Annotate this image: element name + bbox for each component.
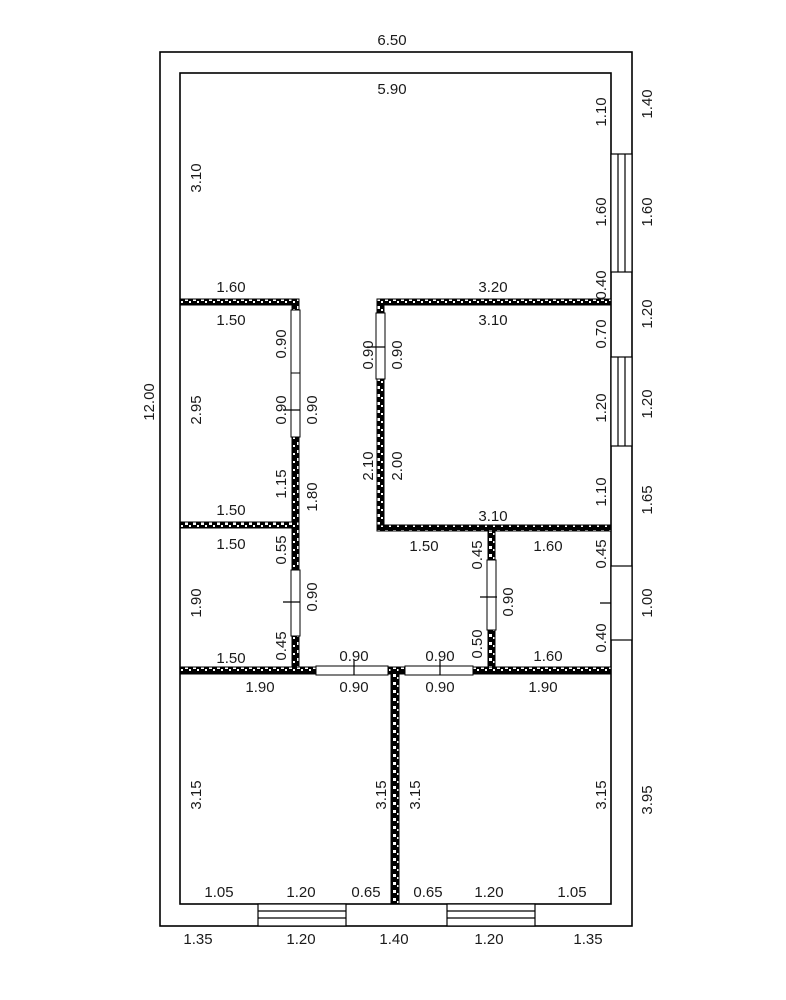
window-bottom-1 bbox=[257, 903, 347, 927]
dim-room-c-left-2-00: 2.00 bbox=[389, 451, 406, 480]
door-room-a-2 bbox=[290, 372, 301, 438]
dim-room-b-top: 1.50 bbox=[216, 536, 245, 553]
dim-room-b-height: 1.90 bbox=[188, 588, 205, 617]
dim-left-outer: 12.00 bbox=[141, 383, 158, 421]
wall-bedroom-divider bbox=[390, 666, 400, 905]
dim-right-1-20b: 1.20 bbox=[593, 393, 610, 422]
window-right-1 bbox=[610, 153, 633, 273]
dim-right-1-10: 1.10 bbox=[593, 97, 610, 126]
dim-bed-mid-right: 3.15 bbox=[407, 780, 424, 809]
dim-room-b-0-45: 0.45 bbox=[273, 631, 290, 660]
vertical-dimensions: 12.00 3.10 1.10 1.40 1.60 1.60 0.40 1.20… bbox=[141, 89, 656, 814]
window-bottom-2 bbox=[446, 903, 536, 927]
dim-room-d-0-50: 0.50 bbox=[469, 629, 486, 658]
dim-room-c-left-2-10: 2.10 bbox=[360, 451, 377, 480]
dim-bed-right-height: 3.15 bbox=[593, 780, 610, 809]
dim-right-1-40: 1.40 bbox=[639, 89, 656, 118]
wall-room-a-top bbox=[179, 298, 300, 306]
dim-bot-in-1-05b: 1.05 bbox=[557, 884, 586, 901]
dim-hall-1-50: 1.50 bbox=[409, 538, 438, 555]
dim-room-a-right-0-90c: 0.90 bbox=[304, 395, 321, 424]
wall-room-a-bottom bbox=[179, 521, 300, 529]
door-room-a-1 bbox=[290, 309, 301, 381]
dim-bot-out-1-20b: 1.20 bbox=[474, 931, 503, 948]
dim-bot-in-1-05a: 1.05 bbox=[204, 884, 233, 901]
dim-room-a-right-1-15: 1.15 bbox=[273, 469, 290, 498]
dim-bed-left-height: 3.15 bbox=[188, 780, 205, 809]
door-room-b bbox=[290, 569, 301, 637]
dim-right-0-40a: 0.40 bbox=[593, 270, 610, 299]
dim-right-1-65: 1.65 bbox=[639, 485, 656, 514]
dim-room-c-left-0-90b: 0.90 bbox=[389, 340, 406, 369]
dim-room-c-top-out: 3.20 bbox=[478, 279, 507, 296]
windows bbox=[257, 153, 633, 927]
dim-room-c-bot: 3.10 bbox=[478, 508, 507, 525]
dim-bot-in-0-65a: 0.65 bbox=[351, 884, 380, 901]
dim-bot-in-0-65b: 0.65 bbox=[413, 884, 442, 901]
dim-bed-left-top: 1.90 bbox=[245, 679, 274, 696]
dim-room-b-bot: 1.50 bbox=[216, 650, 245, 667]
dim-bed-right-top: 1.90 bbox=[528, 679, 557, 696]
dim-right-3-95: 3.95 bbox=[639, 785, 656, 814]
dim-left-living: 3.10 bbox=[188, 163, 205, 192]
dim-room-b-0-90: 0.90 bbox=[304, 582, 321, 611]
dim-bot-out-1-35b: 1.35 bbox=[573, 931, 602, 948]
door-openings bbox=[283, 309, 632, 676]
dim-room-d-bot: 1.60 bbox=[533, 648, 562, 665]
dim-room-a-top-in: 1.50 bbox=[216, 312, 245, 329]
wall-room-c-top bbox=[376, 298, 612, 306]
dim-right-1-60b: 1.60 bbox=[639, 197, 656, 226]
dim-bed-mid-left: 3.15 bbox=[373, 780, 390, 809]
door-room-d bbox=[486, 559, 497, 631]
dim-room-d-top: 1.60 bbox=[533, 538, 562, 555]
dim-room-c-top-in: 3.10 bbox=[478, 312, 507, 329]
horizontal-dimensions: 6.50 5.90 1.60 1.50 3.20 3.10 1.50 3.10 … bbox=[183, 32, 602, 948]
dim-room-a-bot: 1.50 bbox=[216, 502, 245, 519]
dim-right-1-00: 1.00 bbox=[639, 588, 656, 617]
dim-top-inner: 5.90 bbox=[377, 81, 406, 98]
dim-room-a-right-0-90a: 0.90 bbox=[273, 329, 290, 358]
dim-room-b-0-55: 0.55 bbox=[273, 535, 290, 564]
dim-right-1-60a: 1.60 bbox=[593, 197, 610, 226]
dim-bed-door-a: 0.90 bbox=[339, 679, 368, 696]
dim-room-c-left-0-90a: 0.90 bbox=[360, 340, 377, 369]
dim-bot-out-1-35a: 1.35 bbox=[183, 931, 212, 948]
dim-right-1-10b: 1.10 bbox=[593, 477, 610, 506]
dim-right-0-40b: 0.40 bbox=[593, 623, 610, 652]
dim-room-a-height: 2.95 bbox=[188, 395, 205, 424]
dim-bot-in-1-20b: 1.20 bbox=[474, 884, 503, 901]
dim-room-d-0-90: 0.90 bbox=[500, 587, 517, 616]
dim-bot-out-1-20a: 1.20 bbox=[286, 931, 315, 948]
dim-room-a-top-out: 1.60 bbox=[216, 279, 245, 296]
dim-top-outer: 6.50 bbox=[377, 32, 406, 49]
door-bedroom-left bbox=[315, 665, 389, 676]
dim-hall-door-b: 0.90 bbox=[425, 648, 454, 665]
dim-right-0-70: 0.70 bbox=[593, 319, 610, 348]
dim-bot-out-1-40: 1.40 bbox=[379, 931, 408, 948]
outer-wall-outline bbox=[159, 51, 633, 927]
dim-room-a-right-0-90b: 0.90 bbox=[273, 395, 290, 424]
dim-room-a-right-1-80: 1.80 bbox=[304, 482, 321, 511]
dim-right-1-20a: 1.20 bbox=[639, 299, 656, 328]
dim-bot-in-1-20a: 1.20 bbox=[286, 884, 315, 901]
dim-hall-door-a: 0.90 bbox=[339, 648, 368, 665]
window-right-3 bbox=[610, 565, 633, 641]
door-room-c bbox=[375, 312, 386, 380]
wall-room-c-bottom bbox=[376, 524, 612, 532]
dim-right-1-20c: 1.20 bbox=[639, 389, 656, 418]
dim-bed-door-b: 0.90 bbox=[425, 679, 454, 696]
partition-walls bbox=[179, 298, 612, 905]
dim-room-d-0-45: 0.45 bbox=[469, 540, 486, 569]
window-right-2 bbox=[610, 356, 633, 447]
dim-right-0-45: 0.45 bbox=[593, 539, 610, 568]
door-bedroom-right bbox=[404, 665, 474, 676]
